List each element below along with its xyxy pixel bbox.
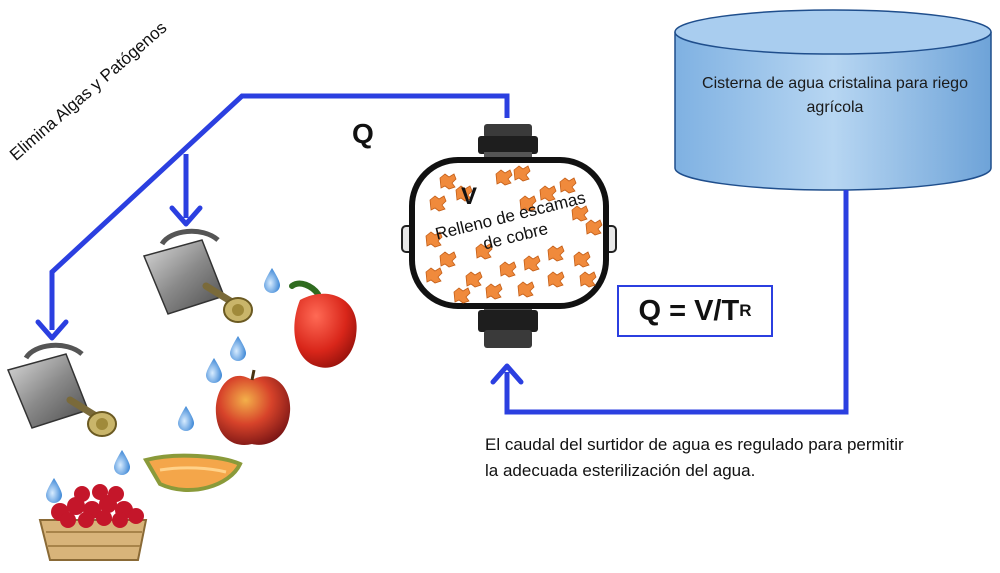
raspberry-basket-icon <box>38 484 148 561</box>
caption-text: El caudal del surtidor de agua es regula… <box>485 435 904 480</box>
arrow-down-icon <box>35 319 69 341</box>
water-drop-icon <box>178 406 194 431</box>
water-drop-icon <box>206 358 222 383</box>
water-drop-icon <box>230 336 246 361</box>
outlet-pipe <box>49 93 510 330</box>
watering-can-icon <box>142 228 253 323</box>
return-pipe <box>504 190 849 415</box>
water-drop-icon <box>264 268 280 293</box>
cistern-tank <box>674 9 992 191</box>
melon-icon <box>142 453 243 493</box>
pepper-icon <box>289 280 357 368</box>
volume-label: V <box>461 183 478 210</box>
flow-label: Q <box>352 118 374 149</box>
pipe-network <box>49 93 849 415</box>
formula-text: Q = V/T <box>638 294 740 327</box>
copper-reactor <box>401 124 617 348</box>
apple-icon <box>215 369 291 445</box>
arrowheads <box>35 205 524 385</box>
formula-subscript: R <box>739 301 752 320</box>
watering-can-icon <box>6 342 117 437</box>
arrow-up-icon <box>490 363 524 385</box>
water-drop-icon <box>114 450 130 475</box>
cistern-label: Cisterna de agua cristalina para riego a… <box>702 75 968 116</box>
arrow-down-icon <box>169 205 203 227</box>
water-drop-icon <box>46 478 62 503</box>
